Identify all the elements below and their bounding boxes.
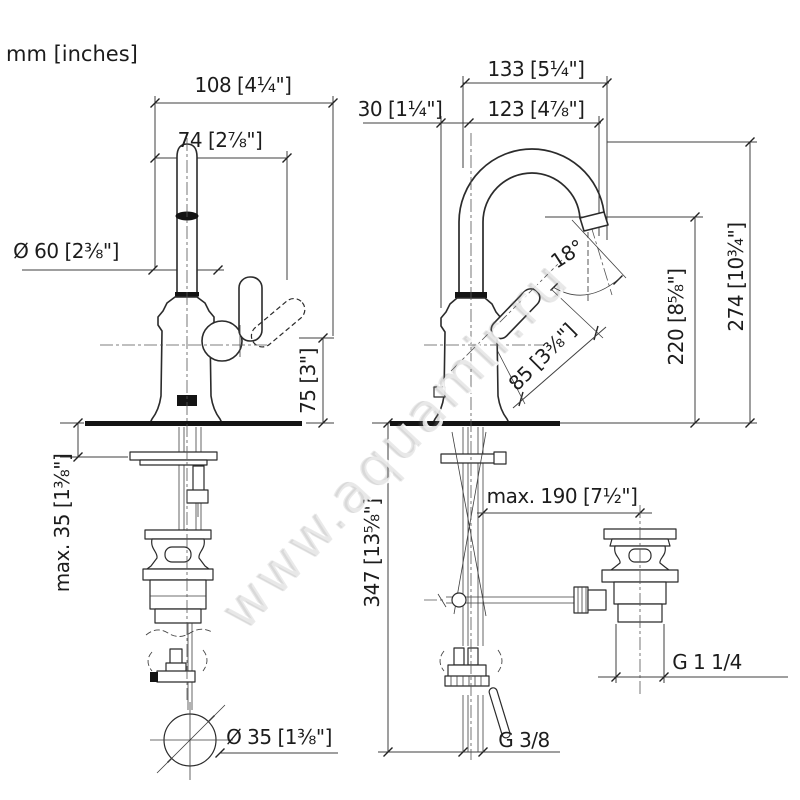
dim-label-max-rod-reach: max. 190 [7½"] — [486, 484, 638, 508]
dim-label-supply-thread: G 3/8 — [498, 728, 550, 752]
dim-label-base-diameter: Ø 60 [2⅜"] — [13, 239, 119, 263]
dim-label-right-total-width: 133 [5¼"] — [487, 57, 585, 81]
dim-label-rear-offset: 30 [1¼"] — [357, 97, 443, 121]
left-view-drawing — [22, 96, 338, 780]
dim-label-spout-height: 75 [3"] — [296, 348, 320, 414]
dim-label-below-deck-depth: 347 [13⅝"] — [360, 498, 384, 608]
dim-label-handle-width: 74 [2⅞"] — [177, 128, 263, 152]
dim-label-total-width: 108 [4¼"] — [194, 73, 292, 97]
dim-label-max-deck-thickness: max. 35 [1⅜"] — [50, 453, 74, 593]
units-label: mm [inches] — [6, 42, 138, 66]
dim-label-outlet-height: 220 [8⅝"] — [664, 268, 688, 366]
dim-label-hole-diameter: Ø 35 [1⅜"] — [226, 725, 332, 749]
dim-label-spout-reach: 123 [4⅞"] — [487, 97, 585, 121]
dim-label-total-height: 274 [10¾"] — [724, 222, 748, 332]
dim-label-drain-thread: G 1 1/4 — [672, 650, 742, 674]
right-view-drawing — [363, 76, 788, 760]
